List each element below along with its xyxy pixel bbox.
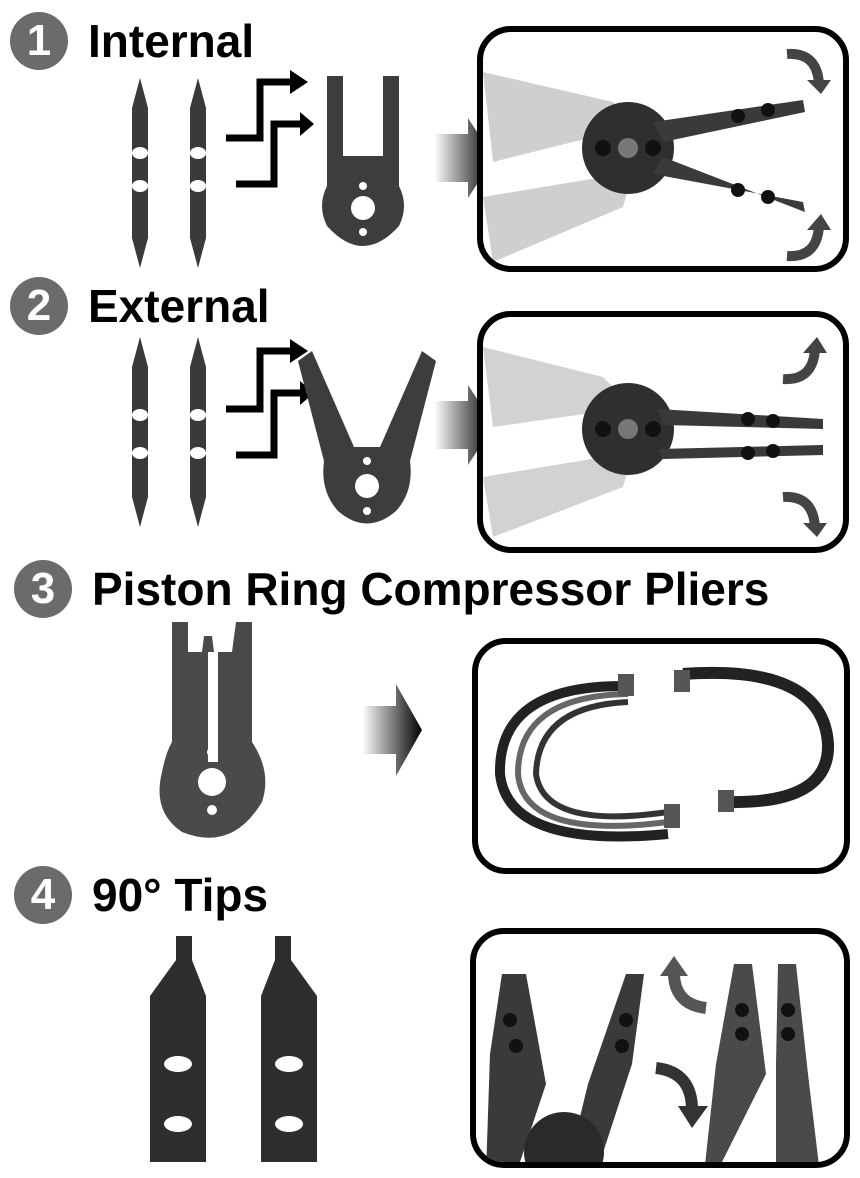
rotate-arrow-down-icon [655,1062,708,1128]
result-arrow-icon [362,684,422,776]
section-title-90-degree-tips: 90° Tips [92,869,269,921]
internal-tip-a-image [190,78,206,268]
internal-tip-assembly-image [322,76,404,246]
section-internal: 1 Internal [0,0,860,275]
internal-pliers-illustration [483,72,805,262]
external-pliers-photo-frame [477,311,849,553]
step-badge-2: 2 [10,277,68,335]
step-badge-4: 4 [14,866,72,924]
section-title-piston-ring-compressor: Piston Ring Compressor Pliers [92,563,770,615]
section-title-external: External [88,280,270,332]
section-piston-ring-compressor: 3 Piston Ring Compressor Pliers [0,560,860,880]
piston-ring-bands-photo-frame [472,638,850,874]
angled-tip-right-image [261,936,317,1162]
close-direction-arrow-down-icon [786,48,831,94]
rotate-arrow-up-icon [660,956,708,1014]
internal-tip-b-image [132,78,148,268]
section-90-degree-tips: 4 90° Tips [0,866,860,1178]
piston-ring-bands-illustration [494,666,835,842]
external-tip-a-image [190,337,206,527]
step-badge-1: 1 [10,12,68,70]
step-badge-3: 3 [14,560,72,618]
piston-ring-compressor-tip-image [159,622,266,838]
assembly-arrows-icon [226,70,314,188]
internal-pliers-photo-frame [477,26,849,272]
open-direction-arrow-down-icon [782,491,827,537]
section-title-internal: Internal [88,15,255,67]
open-direction-arrow-up-icon [782,337,827,385]
external-tip-assembly-image [298,351,436,524]
section-external: 2 External [0,275,860,560]
angled-tips-photo-frame [470,928,850,1168]
angled-tips-illustration [486,964,819,1162]
external-tip-b-image [132,337,148,527]
external-pliers-illustration [483,347,823,537]
angled-tip-left-image [150,936,206,1162]
close-direction-arrow-up-icon [786,214,831,262]
assembly-arrows-icon [226,339,314,459]
